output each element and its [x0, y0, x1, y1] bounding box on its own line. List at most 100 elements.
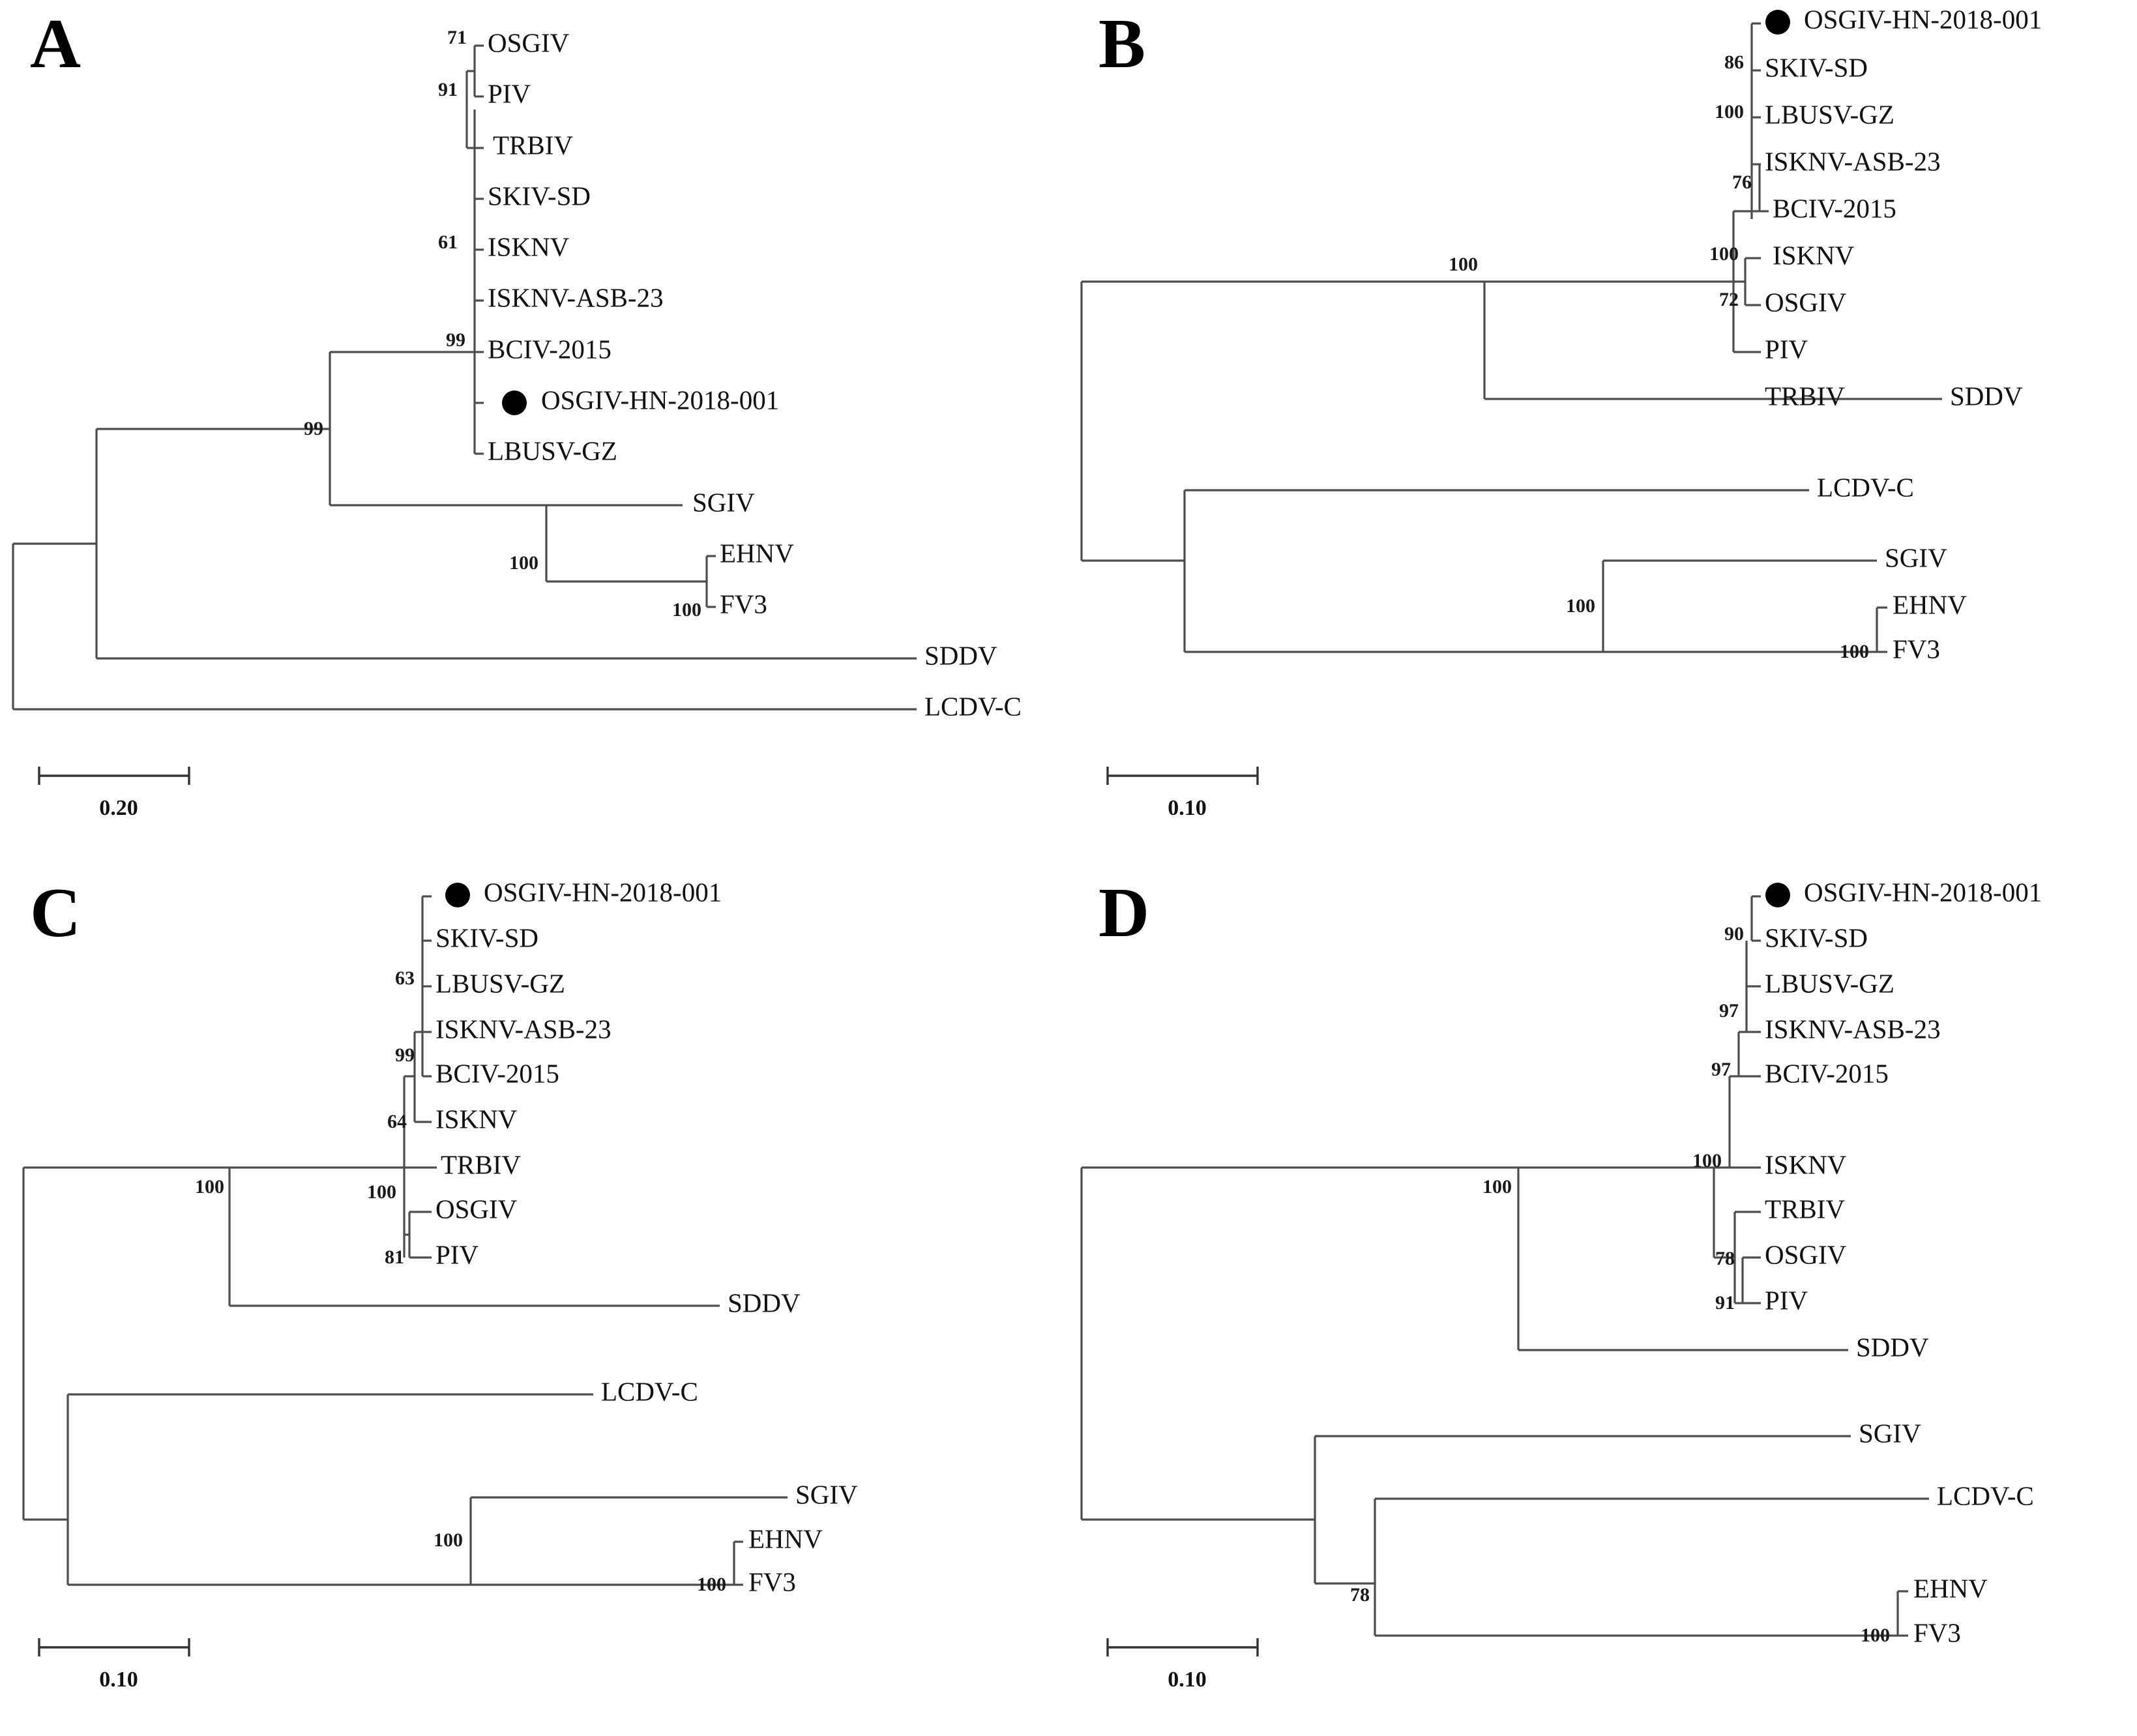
taxon-label: LBUSV-GZ	[435, 968, 565, 998]
bootstrap-value: 100	[672, 599, 701, 621]
tree-d-branches	[1080, 895, 1929, 1637]
scale-bar-label: 0.10	[99, 1668, 138, 1692]
taxon-label: LBUSV-GZ	[488, 435, 617, 465]
bootstrap-value: 100	[1482, 1176, 1512, 1198]
taxon-label: SKIV-SD	[435, 922, 538, 952]
tree-b-svg: 86 100 76 100 72 100 100 100 OSGIV-HN-20…	[1080, 4, 2042, 820]
panel-a-letter: A	[30, 5, 81, 83]
taxon-label: FV3	[720, 589, 767, 619]
tree-c-svg: 63 99 64 100 100 81 100 100 OSGIV-HN-201…	[22, 877, 858, 1692]
taxon-label-highlight: OSGIV-HN-2018-001	[1804, 4, 2042, 34]
bootstrap-value: 100	[697, 1574, 726, 1595]
tree-c-bootstraps: 63 99 64 100 100 81 100 100	[195, 967, 726, 1595]
taxon-label: ISKNV	[1765, 1149, 1847, 1179]
tree-d-bootstraps: 90 97 97 100 78 91 100 78 100	[1350, 923, 1890, 1646]
tree-c-branches	[22, 895, 788, 1586]
panel-d: D	[1068, 868, 2137, 1736]
taxon-label: PIV	[1765, 334, 1808, 364]
tree-a-taxon-labels: OSGIV PIV TRBIV SKIV-SD ISKNV ISKNV-ASB-…	[488, 27, 1022, 721]
bootstrap-value: 72	[1719, 289, 1739, 310]
bootstrap-value: 97	[1711, 1059, 1731, 1080]
panel-b: B	[1068, 0, 2137, 868]
bootstrap-value: 61	[438, 231, 458, 253]
bootstrap-value: 76	[1732, 171, 1752, 193]
bootstrap-value: 63	[395, 967, 415, 989]
taxon-label: SKIV-SD	[1765, 922, 1868, 952]
taxon-label: SDDV	[924, 640, 997, 670]
panel-a: A	[0, 0, 1068, 868]
tree-d-taxon-labels: OSGIV-HN-2018-001 SKIV-SD LBUSV-GZ ISKNV…	[1765, 877, 2042, 1647]
bootstrap-value: 86	[1724, 51, 1744, 73]
taxon-label: EHNV	[1893, 589, 1967, 619]
highlight-marker-icon	[502, 390, 527, 415]
scale-bar-b: 0.10	[1106, 767, 1259, 820]
bootstrap-value: 100	[1692, 1150, 1722, 1171]
taxon-label: EHNV	[720, 538, 794, 568]
taxon-label: TRBIV	[493, 130, 573, 160]
bootstrap-value: 99	[446, 329, 465, 351]
bootstrap-value: 91	[438, 79, 458, 100]
scale-bar-d: 0.10	[1106, 1638, 1259, 1692]
bootstrap-value: 97	[1719, 1000, 1739, 1022]
taxon-label: TRBIV	[441, 1149, 521, 1179]
taxon-label: PIV	[1765, 1285, 1808, 1315]
bootstrap-value: 99	[395, 1044, 415, 1066]
tree-a-branches	[12, 44, 917, 711]
scale-bar-label: 0.10	[1168, 1668, 1207, 1692]
taxon-label: ISKNV	[435, 1104, 518, 1134]
taxon-label: BCIV-2015	[1765, 1058, 1889, 1088]
taxon-label-highlight: OSGIV-HN-2018-001	[541, 385, 779, 415]
tree-b-branches	[1080, 22, 1942, 653]
bootstrap-value: 78	[1715, 1248, 1735, 1269]
taxon-label: FV3	[1913, 1617, 1961, 1647]
taxon-label: LCDV-C	[601, 1376, 698, 1406]
taxon-label: TRBIV	[1765, 381, 1845, 411]
bootstrap-value: 78	[1350, 1584, 1370, 1606]
taxon-label: FV3	[1893, 634, 1940, 664]
highlight-marker-icon	[1765, 10, 1790, 35]
bootstrap-value: 100	[367, 1181, 396, 1203]
taxon-label: PIV	[435, 1239, 479, 1269]
bootstrap-value: 100	[195, 1176, 224, 1198]
taxon-label: PIV	[488, 78, 531, 108]
taxon-label: SDDV	[728, 1287, 801, 1317]
bootstrap-value: 71	[447, 27, 467, 48]
taxon-label: LCDV-C	[1937, 1480, 2034, 1510]
scale-bar-c: 0.10	[38, 1638, 190, 1692]
taxon-label: OSGIV	[435, 1194, 518, 1224]
taxon-label: LBUSV-GZ	[1765, 99, 1894, 129]
taxon-label: ISKNV-ASB-23	[1765, 146, 1941, 176]
taxon-label: BCIV-2015	[435, 1058, 559, 1088]
bootstrap-value: 100	[1566, 595, 1595, 617]
tree-b-bootstraps: 86 100 76 100 72 100 100 100	[1449, 51, 1869, 662]
panel-d-letter: D	[1098, 874, 1149, 952]
bootstrap-value: 81	[385, 1246, 404, 1268]
bootstrap-value: 100	[1861, 1625, 1890, 1646]
taxon-label: ISKNV	[488, 231, 570, 261]
taxon-label: SDDV	[1856, 1332, 1929, 1362]
taxon-label: ISKNV-ASB-23	[1765, 1014, 1941, 1044]
panel-b-letter: B	[1098, 5, 1146, 83]
bootstrap-value: 90	[1724, 923, 1744, 945]
bootstrap-value: 100	[1709, 243, 1739, 265]
taxon-label: OSGIV	[1765, 1239, 1847, 1269]
taxon-label-highlight: OSGIV-HN-2018-001	[484, 877, 722, 907]
taxon-label: LCDV-C	[924, 691, 1022, 721]
tree-d-svg: 90 97 97 100 78 91 100 78 100 OSGIV-HN-2…	[1080, 877, 2042, 1692]
scale-bar-label: 0.20	[99, 796, 138, 820]
bootstrap-value: 100	[1840, 641, 1869, 662]
taxon-label-highlight: OSGIV-HN-2018-001	[1804, 877, 2042, 907]
taxon-label: SGIV	[1859, 1418, 1921, 1448]
panel-c: C	[0, 868, 1068, 1736]
taxon-label: SGIV	[692, 487, 755, 517]
bootstrap-value: 100	[509, 552, 538, 574]
tree-a-svg: 71 91 61 99 99 100 100 OSGIV PIV TRBIV S…	[12, 27, 1022, 820]
taxon-label: ISKNV	[1773, 240, 1855, 270]
highlight-marker-icon	[1765, 883, 1790, 907]
bootstrap-value: 99	[304, 418, 323, 439]
tree-a-bootstraps: 71 91 61 99 99 100 100	[304, 27, 701, 621]
bootstrap-value: 100	[434, 1529, 463, 1551]
taxon-label: SGIV	[1885, 542, 1947, 572]
taxon-label: TRBIV	[1765, 1194, 1845, 1224]
taxon-label: BCIV-2015	[488, 334, 612, 364]
